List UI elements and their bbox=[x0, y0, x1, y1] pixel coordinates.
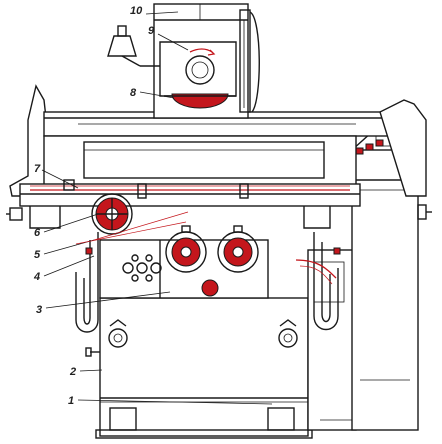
callout-2: 2 bbox=[69, 366, 76, 378]
callout-8: 8 bbox=[130, 87, 137, 99]
work-table bbox=[6, 84, 427, 229]
hydraulic-hoses bbox=[75, 232, 341, 333]
callout-labels: 1 2 3 4 5 6 7 8 9 10 bbox=[33, 5, 155, 407]
callout-6: 6 bbox=[34, 227, 41, 239]
callout-1: 1 bbox=[68, 395, 74, 407]
cross-feed-handwheel bbox=[91, 193, 133, 235]
column bbox=[107, 3, 260, 119]
callout-5: 5 bbox=[34, 249, 41, 261]
callout-leaders bbox=[41, 11, 273, 405]
feed-handwheel-right bbox=[217, 225, 259, 273]
machine-base bbox=[85, 297, 323, 439]
callout-7: 7 bbox=[34, 163, 41, 175]
stop-button bbox=[201, 279, 219, 297]
callout-10: 10 bbox=[130, 5, 143, 17]
callout-3: 3 bbox=[36, 304, 42, 316]
feed-handwheel-left bbox=[165, 225, 207, 273]
callout-4: 4 bbox=[33, 271, 40, 283]
callout-9: 9 bbox=[148, 25, 155, 37]
right-electrical-cabinet bbox=[307, 131, 432, 431]
